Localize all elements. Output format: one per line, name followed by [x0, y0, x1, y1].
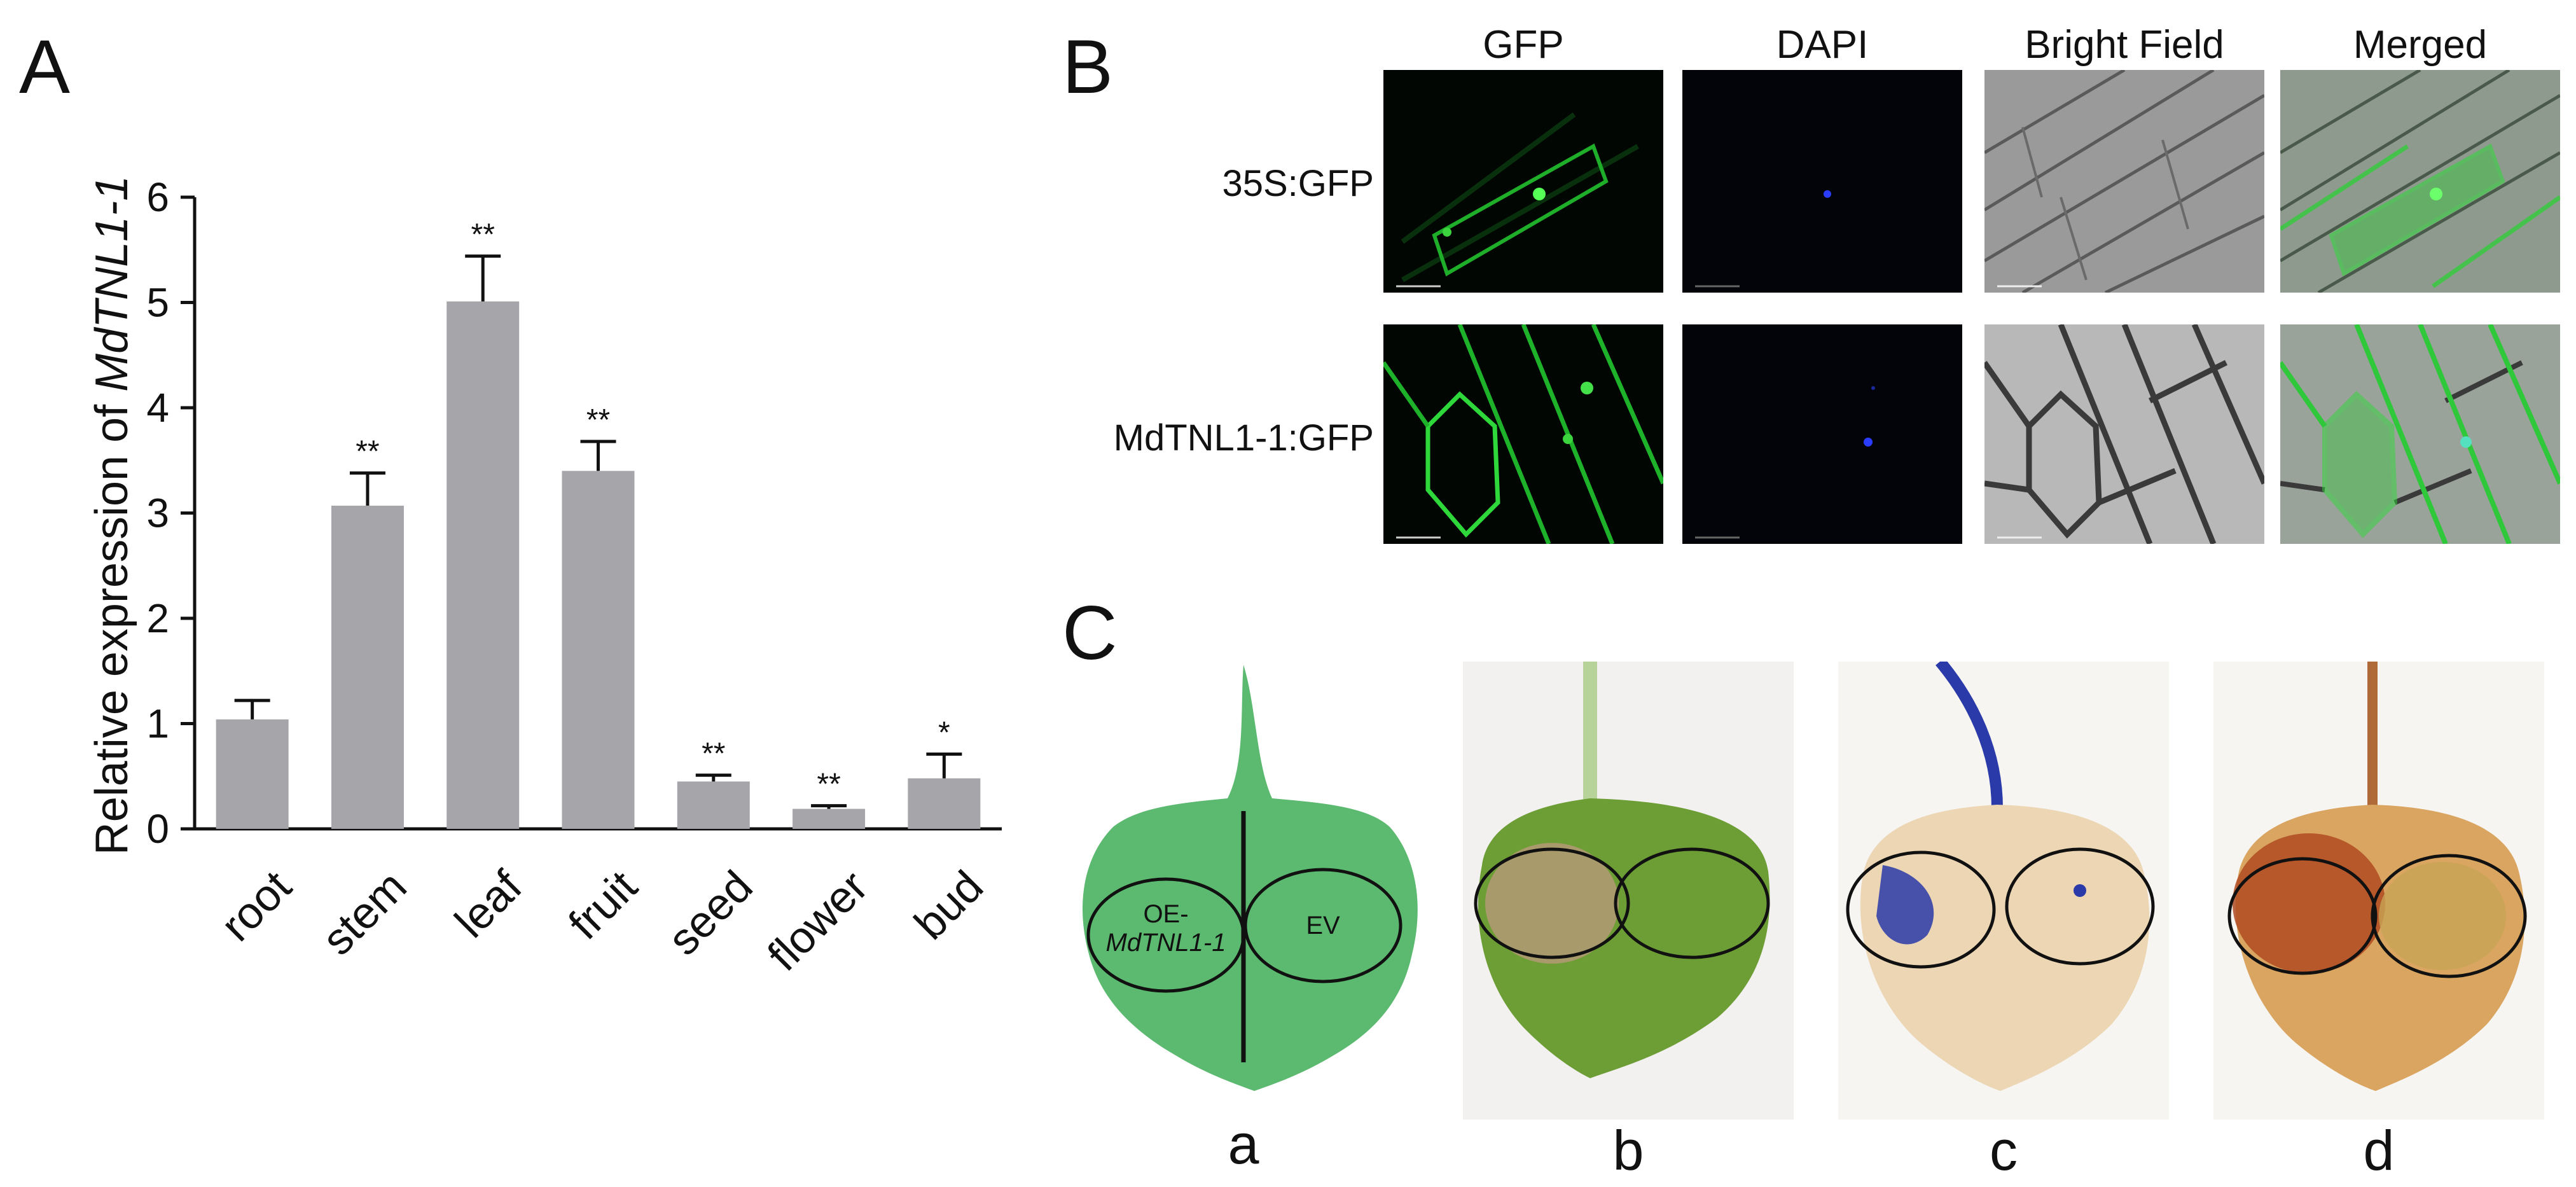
ev-label: EV	[1306, 912, 1340, 940]
column-label-dapi: DAPI	[1776, 23, 1869, 67]
y-axis-label: Relative expression of MdTNL1-1	[87, 176, 137, 855]
leaf-photo-d	[2213, 662, 2544, 1120]
oe-region-circle	[1086, 877, 1245, 993]
sublabel-b: b	[1612, 1119, 1644, 1182]
micrograph-mdtnl1-bright-field	[1984, 324, 2264, 544]
significance-leaf: **	[471, 218, 495, 252]
panel-label-a: A	[19, 24, 71, 109]
significance-flower: **	[817, 768, 840, 802]
column-label-gfp: GFP	[1483, 23, 1564, 67]
y-axis-label-prefix: Relative expression of	[87, 392, 137, 855]
bar-leaf	[447, 301, 520, 830]
leaf-photo-c	[1838, 662, 2169, 1120]
leaf-shape	[1082, 665, 1418, 1091]
micrograph-mdtnl1-gfp	[1383, 324, 1663, 544]
sublabel-d: d	[2363, 1119, 2395, 1182]
y-axis-label-gene: MdTNL1-1	[87, 176, 137, 392]
micrograph-mdtnl1-dapi	[1682, 324, 1962, 544]
bar-bud	[908, 778, 981, 829]
row-label-mdtnl1-gfp: MdTNL1-1:GFP	[1113, 417, 1374, 459]
ev-region-circle	[1243, 868, 1402, 983]
significance-seed: **	[702, 737, 725, 771]
x-tick-label-seed: seed	[658, 861, 761, 964]
micrograph-35s-bright-field	[1984, 70, 2264, 293]
x-tick-label-bud: bud	[905, 861, 993, 949]
micrograph-35s-gfp	[1383, 70, 1663, 293]
y-tick-label-4: 4	[146, 385, 169, 431]
bar-flower	[793, 809, 866, 829]
y-tick-label-6: 6	[146, 174, 169, 220]
column-label-merged: Merged	[2353, 23, 2488, 67]
sublabel-c: c	[1990, 1119, 2018, 1182]
x-tick-label-root: root	[211, 861, 300, 950]
x-tick-label-flower: flower	[758, 861, 877, 980]
row-label-35s-gfp: 35S:GFP	[1222, 163, 1374, 204]
sublabel-a: a	[1228, 1113, 1259, 1176]
y-tick-label-3: 3	[146, 490, 169, 536]
significance-stem: **	[356, 435, 379, 469]
leaf-diagram: OE- MdTNL1-1 EV	[1082, 665, 1418, 1091]
y-tick-label-0: 0	[146, 806, 169, 852]
micrograph-35s-merged	[2280, 70, 2560, 293]
panel-label-b: B	[1062, 24, 1114, 109]
bar-fruit	[562, 471, 635, 829]
bar-stem	[331, 505, 404, 829]
x-tick-label-fruit: fruit	[559, 861, 647, 949]
leaf-photo-b	[1463, 662, 1794, 1120]
micrograph-mdtnl1-merged	[2280, 324, 2560, 544]
column-label-bright-field: Bright Field	[2025, 23, 2224, 67]
bar-root	[216, 719, 289, 829]
significance-fruit: **	[586, 403, 610, 437]
x-tick-label-leaf: leaf	[445, 861, 531, 947]
micrograph-35s-dapi	[1682, 70, 1962, 293]
y-tick-label-5: 5	[146, 280, 169, 326]
oe-gene-label: MdTNL1-1	[1106, 929, 1226, 957]
y-tick-label-2: 2	[146, 595, 169, 641]
significance-bud: *	[938, 716, 950, 749]
x-tick-label-stem: stem	[312, 861, 415, 964]
y-tick-label-1: 1	[146, 701, 169, 747]
oe-label: OE-	[1143, 900, 1188, 928]
panel-label-c: C	[1062, 590, 1118, 676]
bar-seed	[677, 781, 750, 829]
